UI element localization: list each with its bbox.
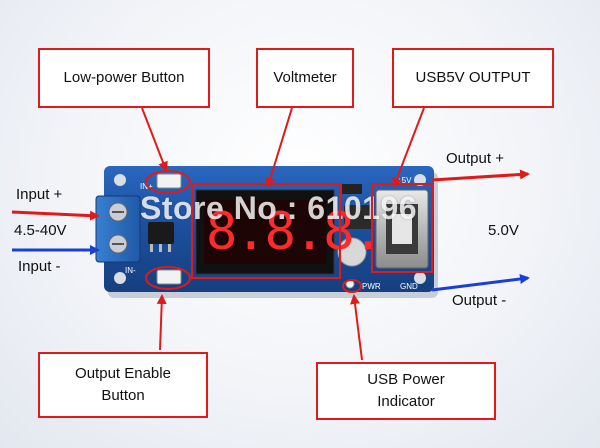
transistor <box>148 222 174 244</box>
callout-output-enable-button: Output Enable Button <box>38 352 208 418</box>
label-input-range: 4.5-40V <box>14 222 67 239</box>
silkscreen-in-minus: IN- <box>125 266 136 275</box>
callout-voltmeter: Voltmeter <box>256 48 354 108</box>
smd-component <box>344 205 372 229</box>
label-output-plus: Output + <box>446 150 504 167</box>
screw-terminal <box>95 195 141 263</box>
usb-power-led <box>345 279 355 289</box>
store-watermark: Store No.: 610196 <box>140 190 418 226</box>
label-output-minus: Output - <box>452 292 507 309</box>
mount-hole <box>114 174 126 186</box>
silkscreen-pwr: PWR <box>362 282 381 291</box>
silkscreen-gnd: GND <box>400 282 418 291</box>
callout-usb-power-indicator: USB Power Indicator <box>316 362 496 420</box>
mount-hole <box>114 272 126 284</box>
low-power-button <box>156 173 182 189</box>
smd-component <box>342 184 362 194</box>
label-input-plus: Input + <box>16 186 63 203</box>
mount-hole <box>414 174 426 186</box>
output-enable-button <box>156 269 182 285</box>
silkscreen-out-plus: +5V <box>397 176 412 185</box>
callout-usb-output: USB5V OUTPUT <box>392 48 554 108</box>
mount-hole <box>414 272 426 284</box>
label-input-minus: Input - <box>18 258 61 275</box>
label-output-voltage: 5.0V <box>488 222 519 239</box>
callout-low-power-button: Low-power Button <box>38 48 210 108</box>
